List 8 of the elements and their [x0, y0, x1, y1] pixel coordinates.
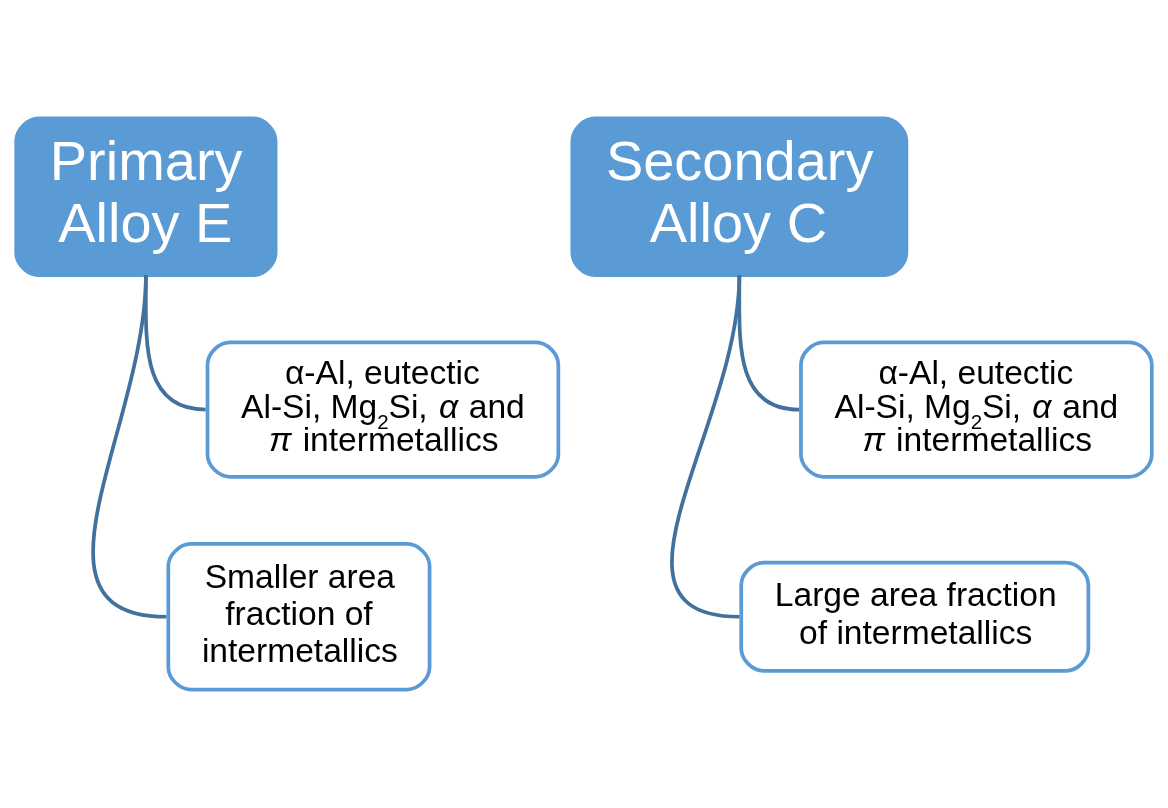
node-box: α-Al, eutectic Al-Si, Mg$_{2}$Si, α and π intermetallics — [205, 340, 561, 479]
connector — [670, 275, 742, 619]
node-box: Secondary Alloy C — [570, 116, 909, 278]
connector — [91, 275, 167, 619]
node-box: Large area fraction of intermetallics — [739, 560, 1091, 673]
node-box: Primary Alloy E — [14, 116, 278, 278]
node-box: α-Al, eutectic Al-Si, Mg$_{2}$Si, α and π intermetallics — [799, 340, 1154, 479]
node-box: Smaller area fraction of intermetallics — [166, 542, 432, 692]
